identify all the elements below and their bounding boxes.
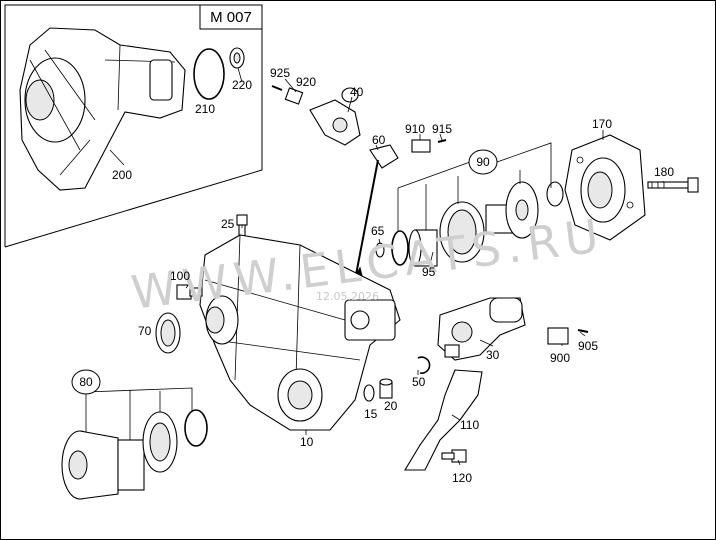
part-110-bracket bbox=[404, 369, 483, 471]
callout-200: 200 bbox=[112, 168, 132, 182]
part-90-output-shaft bbox=[485, 181, 564, 239]
part-915-screw bbox=[437, 139, 447, 143]
callout-220: 220 bbox=[232, 78, 252, 92]
callout-30: 30 bbox=[486, 348, 500, 362]
group-box-label: M 007 bbox=[210, 9, 252, 26]
part-100-bolt bbox=[176, 284, 203, 300]
callout-100: 100 bbox=[170, 269, 190, 283]
callout-60: 60 bbox=[372, 133, 386, 147]
callout-905: 905 bbox=[578, 339, 598, 353]
leader-lines bbox=[85, 67, 664, 466]
callout-915: 915 bbox=[432, 122, 452, 136]
callout-120: 120 bbox=[452, 471, 472, 485]
callout-90: 90 bbox=[476, 155, 490, 169]
part-15-washer bbox=[363, 384, 375, 402]
callout-70: 70 bbox=[138, 324, 152, 338]
part-920-clip bbox=[284, 87, 304, 105]
callout-920: 920 bbox=[296, 75, 316, 89]
callout-25: 25 bbox=[221, 217, 235, 231]
part-65-o-ring bbox=[391, 230, 409, 266]
part-170-cover bbox=[564, 134, 646, 241]
part-80-o-ring bbox=[184, 409, 208, 447]
callout-circle-80 bbox=[71, 369, 101, 395]
part-80-flange bbox=[61, 430, 145, 500]
callout-925: 925 bbox=[270, 66, 290, 80]
part-210-snap-ring bbox=[193, 48, 225, 100]
part-910-bracket bbox=[411, 139, 431, 153]
part-220-seal bbox=[229, 47, 245, 69]
callout-210: 210 bbox=[195, 102, 215, 116]
part-10-transfer-case bbox=[199, 234, 401, 431]
part-90-shaft-seal bbox=[439, 201, 485, 263]
part-180-bolt bbox=[647, 177, 699, 193]
callout-95: 95 bbox=[422, 265, 436, 279]
callout-circle-90 bbox=[468, 149, 498, 175]
part-200-housing-cover bbox=[19, 27, 186, 191]
part-30-actuator-motor bbox=[437, 297, 526, 361]
part-50-snap-ring bbox=[417, 356, 431, 374]
callout-40: 40 bbox=[350, 85, 364, 99]
callout-15: 15 bbox=[364, 407, 378, 421]
callout-170: 170 bbox=[592, 117, 612, 131]
part-40-sensor bbox=[309, 87, 361, 146]
callout-65: 65 bbox=[371, 224, 385, 238]
callout-50: 50 bbox=[412, 375, 426, 389]
callout-910: 910 bbox=[405, 122, 425, 136]
part-20-plug bbox=[379, 378, 393, 399]
callout-110: 110 bbox=[460, 418, 479, 432]
group-box-label-box bbox=[199, 4, 263, 30]
part-70-seal bbox=[155, 312, 181, 354]
callout-180: 180 bbox=[654, 165, 674, 179]
part-925-screw bbox=[271, 85, 283, 91]
part-900-connector bbox=[547, 327, 569, 345]
callout-900: 900 bbox=[550, 351, 570, 365]
part-905-screw bbox=[577, 329, 589, 333]
part-80-seal bbox=[142, 411, 178, 473]
part-120-bolt bbox=[441, 449, 467, 463]
watermark-date: 12.05.2026 bbox=[316, 290, 379, 303]
callout-20: 20 bbox=[384, 399, 398, 413]
callout-10: 10 bbox=[300, 435, 314, 449]
callout-80: 80 bbox=[79, 375, 93, 389]
